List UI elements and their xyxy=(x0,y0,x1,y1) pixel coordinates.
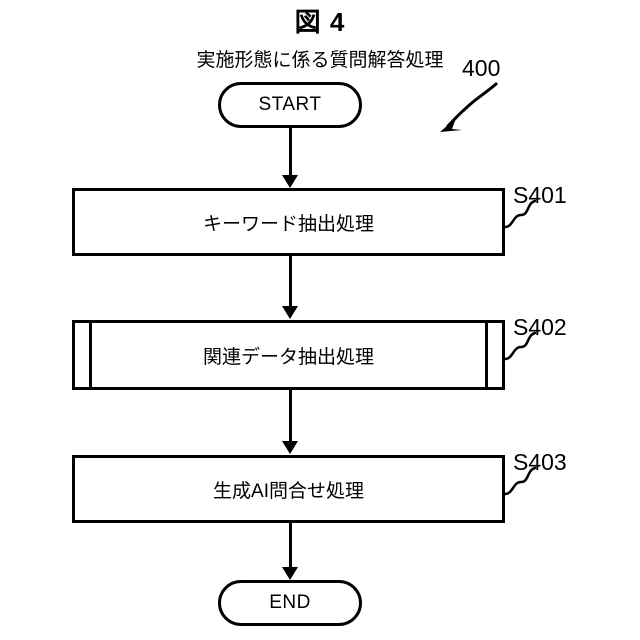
subroutine-bar-right xyxy=(485,323,488,387)
flow-node-s403: 生成AI問合せ処理 xyxy=(72,455,505,523)
flow-node-start: START xyxy=(218,82,362,128)
connector-start-to-s401 xyxy=(289,128,292,176)
reference-number-400: 400 xyxy=(462,55,501,81)
flow-node-s402: 関連データ抽出処理 xyxy=(72,320,505,390)
s403-label: 生成AI問合せ処理 xyxy=(213,480,364,502)
flow-node-s401: キーワード抽出処理 xyxy=(72,188,505,256)
step-label-s403: S403 xyxy=(513,449,567,475)
step-label-s402: S402 xyxy=(513,314,567,340)
flow-node-end: END xyxy=(218,580,362,626)
connector-s402-to-s403 xyxy=(289,390,292,442)
down-arrow-icon xyxy=(282,567,298,580)
figure-title: 図 4 xyxy=(294,7,346,37)
connector-s403-to-end xyxy=(289,523,292,568)
down-arrow-icon xyxy=(282,306,298,319)
subroutine-bar-left xyxy=(89,323,92,387)
leader-line-s401 xyxy=(503,199,537,229)
figure-subtitle: 実施形態に係る質問解答処理 xyxy=(196,50,444,71)
end-label: END xyxy=(269,592,311,613)
s401-label: キーワード抽出処理 xyxy=(202,213,374,235)
curved-arrow-down-left-icon xyxy=(440,82,498,132)
leader-line-s403 xyxy=(503,466,537,496)
step-label-s401: S401 xyxy=(513,182,567,208)
down-arrow-icon xyxy=(282,441,298,454)
start-label: START xyxy=(258,94,322,115)
leader-line-s402 xyxy=(503,331,537,361)
connector-s401-to-s402 xyxy=(289,256,292,307)
down-arrow-icon xyxy=(282,175,298,188)
s402-label: 関連データ抽出処理 xyxy=(202,346,374,368)
